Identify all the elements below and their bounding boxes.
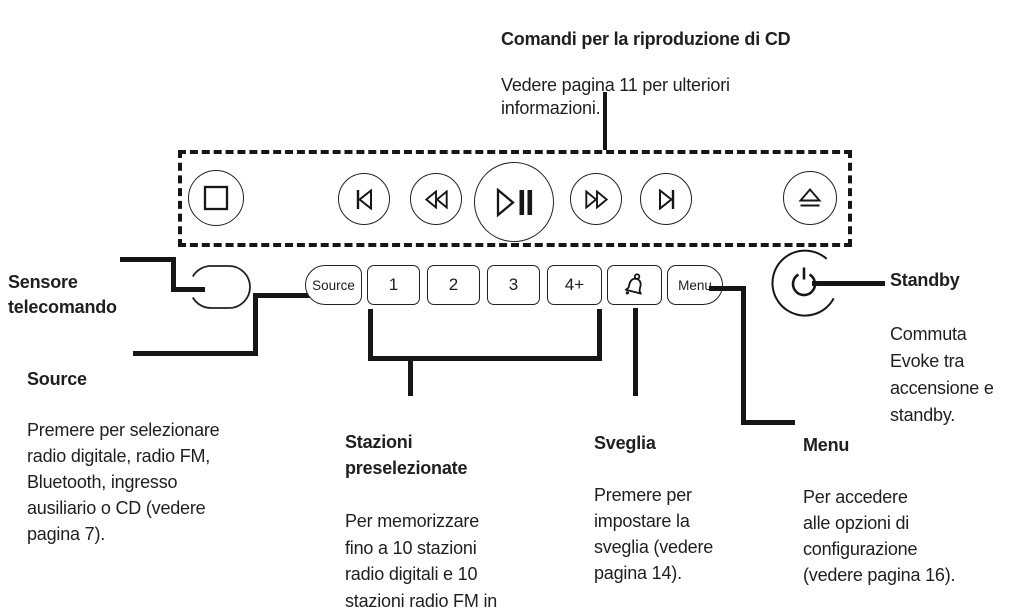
source-button-label: Source	[312, 277, 355, 293]
preset-button-3-label: 3	[508, 275, 519, 294]
play-pause-button[interactable]	[474, 162, 554, 242]
preset-button-4plus-label: 4+	[564, 275, 585, 294]
callout-line-sensor-2	[171, 257, 176, 292]
fast-forward-button[interactable]	[570, 173, 622, 225]
bell-icon	[624, 272, 642, 294]
remote-sensor-title: Sensore telecomando	[8, 272, 117, 317]
standby-annotation: Standby Commuta Evoke tra accensione e s…	[890, 240, 994, 456]
callout-line-source-2	[253, 293, 258, 356]
presets-annotation-body: Per memorizzare fino a 10 stazioni radio…	[345, 511, 498, 611]
source-annotation-title: Source	[27, 369, 87, 389]
callout-line-menu-3	[741, 420, 795, 425]
presets-annotation-title: Stazioni preselezionate	[345, 431, 468, 479]
callout-line-sensor-3	[171, 287, 205, 292]
menu-button[interactable]: Menu	[667, 265, 723, 305]
callout-line-presets-stem	[408, 356, 413, 396]
standby-annotation-title: Standby	[890, 270, 960, 290]
stop-button[interactable]	[188, 170, 244, 226]
callout-line-presets-bottom	[368, 356, 602, 361]
previous-track-button[interactable]	[338, 173, 390, 225]
eject-button[interactable]	[783, 171, 837, 225]
cd-controls-title: Comandi per la riproduzione di CD	[501, 29, 791, 49]
fast-forward-icon	[584, 189, 608, 209]
alarm-annotation-body: Premere per impostare la sveglia (vedere…	[594, 485, 714, 583]
rewind-icon	[424, 189, 448, 209]
menu-annotation: Menu Per accedere alle opzioni di config…	[803, 406, 956, 614]
alarm-annotation-title: Sveglia	[594, 433, 656, 453]
rewind-button[interactable]	[410, 173, 462, 225]
preset-button-3[interactable]: 3	[487, 265, 540, 305]
cd-controls-annotation: Comandi per la riproduzione di CD Vedere…	[501, 5, 791, 143]
previous-track-icon	[356, 188, 372, 210]
callout-line-presets-left	[368, 309, 373, 361]
preset-button-2[interactable]: 2	[427, 265, 480, 305]
standby-annotation-body: Commuta Evoke tra accensione e standby.	[890, 324, 994, 425]
menu-annotation-title: Menu	[803, 435, 850, 455]
source-annotation-body: Premere per selezionare radio digitale, …	[27, 420, 220, 544]
presets-annotation: Stazioni preselezionate Per memorizzare …	[345, 402, 509, 614]
stop-icon	[203, 185, 229, 211]
callout-line-alarm	[633, 308, 638, 396]
callout-line-sensor-1	[120, 257, 176, 262]
callout-line-source-1	[133, 351, 258, 356]
source-button[interactable]: Source	[305, 265, 362, 305]
callout-line-menu-1	[709, 286, 746, 291]
cd-transport-outline	[178, 150, 852, 247]
alarm-button[interactable]	[607, 265, 662, 305]
preset-button-2-label: 2	[448, 275, 459, 294]
callout-line-cd-controls	[603, 92, 607, 150]
standby-button[interactable]	[770, 248, 840, 318]
preset-button-1-label: 1	[388, 275, 399, 294]
callout-line-menu-2	[741, 286, 746, 425]
callout-line-presets-right	[597, 309, 602, 361]
callout-line-source-3	[253, 293, 313, 298]
play-pause-icon	[496, 187, 532, 217]
menu-button-label: Menu	[678, 277, 712, 293]
power-icon	[771, 249, 835, 317]
remote-sensor-annotation: Sensore telecomando	[8, 245, 117, 345]
next-track-icon	[658, 188, 674, 210]
next-track-button[interactable]	[640, 173, 692, 225]
callout-line-standby	[812, 281, 885, 286]
source-annotation: Source Premere per selezionare radio dig…	[27, 341, 220, 573]
preset-button-4plus[interactable]: 4+	[547, 265, 602, 305]
remote-sensor-window	[192, 265, 251, 309]
menu-annotation-body: Per accedere alle opzioni di configurazi…	[803, 487, 956, 585]
preset-button-1[interactable]: 1	[367, 265, 420, 305]
alarm-annotation: Sveglia Premere per impostare la sveglia…	[594, 404, 713, 612]
eject-icon	[798, 188, 822, 207]
cd-controls-body: Vedere pagina 11 per ulteriori informazi…	[501, 75, 730, 118]
